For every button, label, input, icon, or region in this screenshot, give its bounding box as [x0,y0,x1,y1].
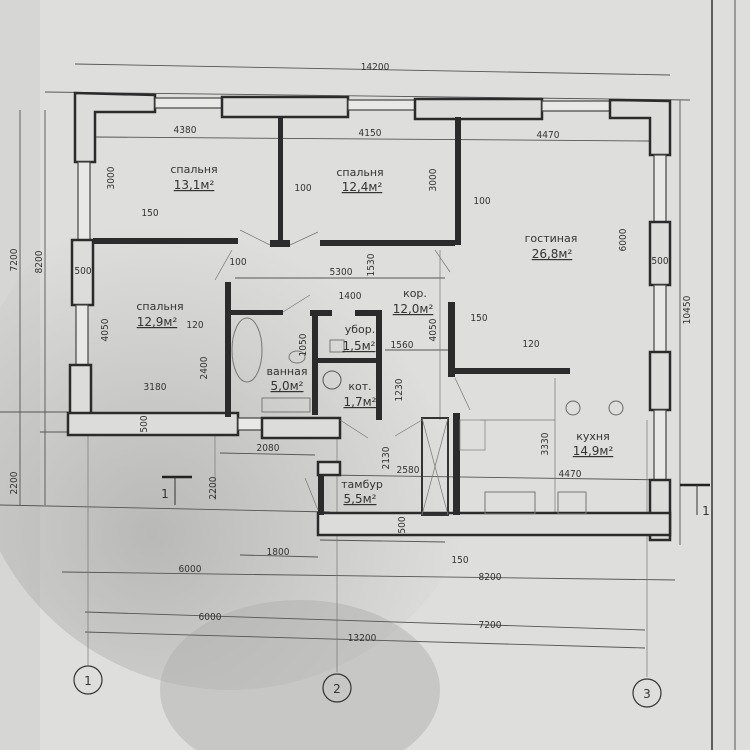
room-name: ванная [267,365,308,378]
room-area: 13,1м² [174,178,215,192]
dimension-label: 1050 [298,333,309,356]
room-name: спальня [336,166,383,179]
dimension-label: 2200 [9,471,20,494]
dimension-label: 2400 [199,356,210,379]
axis-label: 3 [643,687,651,701]
room-area: 1,7м² [344,395,377,409]
dimension-label: 120 [186,320,203,331]
dimension-label: 2200 [208,476,219,499]
dimension-label: 500 [74,266,91,277]
dimension-label: 1800 [267,547,290,558]
dimension-label: 8200 [34,250,45,273]
dimension-label: 14200 [361,62,390,73]
dimension-labels: 14200 4380 4150 4470 3000 100 3000 100 1… [9,62,693,644]
dimension-label: 7200 [9,248,20,271]
photo-shadow-hand [160,600,440,750]
fridge-icon [459,419,486,451]
dimension-label: 100 [229,257,246,268]
dimension-label: 4050 [100,318,111,341]
axis-marker-2: 2 [322,673,352,703]
section-label: 1 [702,504,710,518]
dimension-label: 4050 [428,318,439,341]
section-mark-right: 1 [680,483,710,518]
door-swings [214,229,471,511]
chair-icon [565,400,581,416]
dimension-label: 4470 [537,130,560,141]
room-area: 12,9м² [137,315,178,329]
room-name: убор. [345,323,376,336]
room-name: кухня [576,430,609,443]
section-label: 1 [161,487,169,501]
dimension-label: 1230 [394,378,405,401]
dimension-label: 150 [470,313,487,324]
dimension-label: 500 [397,516,408,533]
room-name: гостиная [525,232,578,245]
dimension-label: 2130 [381,446,392,469]
axis-marker-3: 3 [632,678,662,708]
bathtub-icon [231,317,263,383]
dimension-label: 10450 [682,295,693,324]
dimension-label: 100 [294,183,311,194]
room-area: 12,4м² [342,180,383,194]
room-name: кот. [348,380,371,393]
boiler-icon [322,370,342,390]
stove-icon [557,491,587,515]
dimension-label: 6000 [618,228,629,251]
kitchen-sink-icon [484,491,536,515]
dimension-label: 100 [473,196,490,207]
dimension-label: 3000 [106,166,117,189]
room-area: 5,0м² [271,379,304,393]
dimension-label: 120 [522,339,539,350]
dimension-label: 7200 [479,620,502,631]
dimension-label: 500 [651,256,668,267]
dimension-label: 500 [139,415,150,432]
dimension-label: 4380 [174,125,197,136]
room-area: 26,8м² [532,247,573,261]
room-name: тамбур [341,478,383,491]
dimension-label: 150 [451,555,468,566]
axis-marker-1: 1 [73,665,103,695]
dimension-label: 4470 [559,469,582,480]
dimension-label: 1400 [339,291,362,302]
dimension-label: 3180 [144,382,167,393]
dimension-label: 2080 [257,443,280,454]
washbasin-icon [261,397,311,413]
dimension-label: 1560 [391,340,414,351]
dimension-label: 13200 [348,633,377,644]
room-name: спальня [136,300,183,313]
dimension-label: 1530 [366,253,377,276]
dimension-label: 4150 [359,128,382,139]
room-name: спальня [170,163,217,176]
room-area: 12,0м² [393,302,434,316]
interior-walls [93,117,570,515]
dimension-label: 6000 [199,612,222,623]
room-area: 5,5м² [344,492,377,506]
dimension-label: 150 [141,208,158,219]
dimension-label: 2580 [397,465,420,476]
dimension-label: 5300 [330,267,353,278]
dimension-label: 8200 [479,572,502,583]
room-labels: спальня 13,1м² спальня 12,4м² гостиная 2… [136,163,613,506]
room-area: 14,9м² [573,444,614,458]
axis-label: 2 [333,682,341,696]
room-area: 1,5м² [343,339,376,353]
dimension-label: 3000 [428,168,439,191]
dimension-label: 6000 [179,564,202,575]
axis-label: 1 [84,674,92,688]
dimension-label: 3330 [540,432,551,455]
toilet-icon [329,339,345,353]
room-name: кор. [403,287,427,300]
chair-icon [608,400,624,416]
fixtures [231,317,624,515]
section-mark-left: 1 [161,475,192,505]
exterior-walls [66,91,672,542]
sink-icon [288,350,306,364]
closet [421,417,449,516]
